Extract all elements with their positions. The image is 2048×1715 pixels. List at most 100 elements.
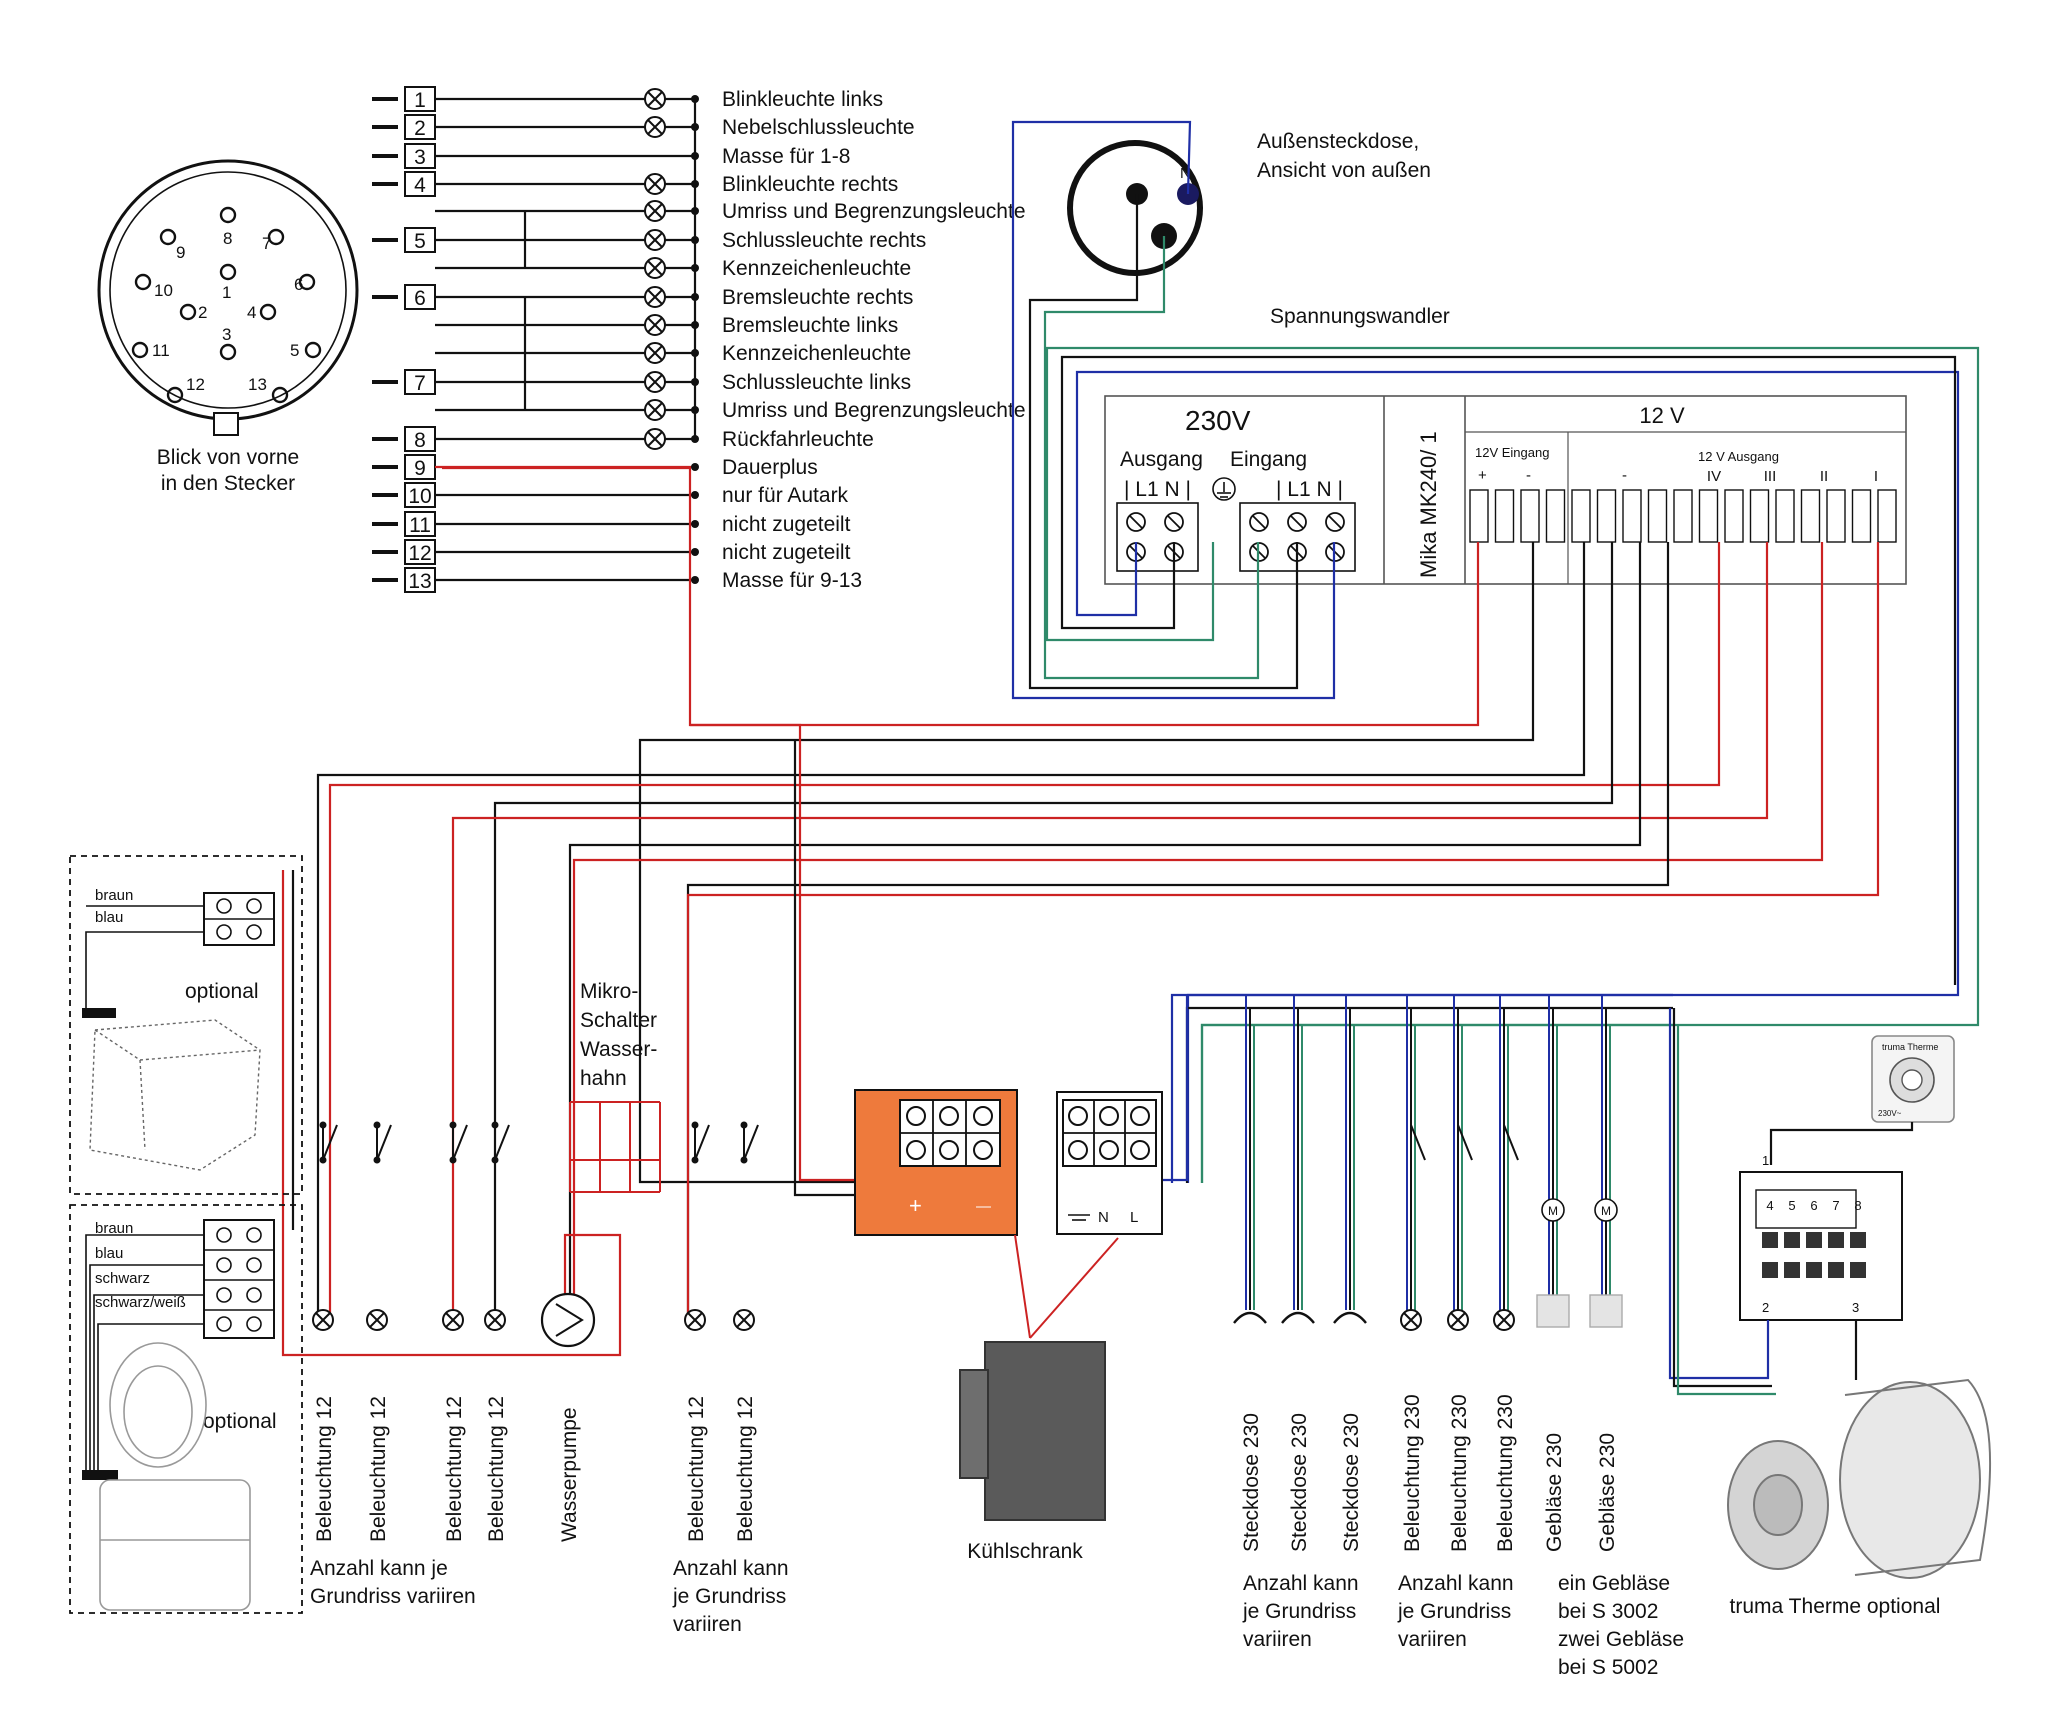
connector-box	[404, 426, 436, 452]
fridge-plus: +	[909, 1193, 922, 1218]
plug-function-label: Dauerplus	[722, 456, 818, 479]
connector-box	[404, 511, 436, 537]
truma-terminal-3: 3	[1852, 1300, 1859, 1315]
plug-pin-3: 3	[222, 325, 231, 344]
lamp-icon	[644, 173, 666, 195]
motor-symbol: M	[1548, 1204, 1558, 1218]
socket-title-2: Ansicht von außen	[1257, 159, 1431, 182]
plug-caption-1: Blick von vorne	[157, 446, 299, 469]
connector-label: 5	[414, 230, 426, 253]
right-note-2c: variiren	[1398, 1628, 1467, 1651]
truma-terminal: 7	[1832, 1198, 1839, 1213]
lamp-icon	[644, 257, 666, 279]
right-load-label: Gebläse 230	[1543, 1433, 1566, 1552]
connector-label: 7	[414, 372, 426, 395]
optional-box-1: braun blau optional	[69, 855, 303, 1195]
left-note-2c: variiren	[673, 1613, 742, 1636]
plug-function-label: Rückfahrleuchte	[722, 428, 874, 451]
fridge-l: L	[1130, 1209, 1138, 1226]
left-load-label: Beleuchtung 12	[485, 1396, 508, 1542]
right-load-label: Gebläse 230	[1596, 1433, 1619, 1552]
truma-label: truma Therme optional	[1730, 1595, 1941, 1618]
micro-switch-1: Mikro-	[580, 980, 638, 1003]
connector-label: 11	[409, 514, 431, 537]
converter-output-label: IV	[1707, 468, 1721, 485]
plug-function-label: Kennzeichenleuchte	[722, 257, 911, 280]
fan-note-2: bei S 3002	[1558, 1600, 1658, 1623]
lamp-icon	[644, 229, 666, 251]
fridge-minus: —	[976, 1198, 991, 1215]
plug-function-label: Kennzeichenleuchte	[722, 342, 911, 365]
left-note-1b: Grundriss variiren	[310, 1585, 476, 1608]
plug-function-labels: Blinkleuchte linksNebelschlussleuchteMas…	[722, 88, 1026, 592]
opt1-label: optional	[185, 980, 259, 1003]
lamp-icon	[1400, 1309, 1422, 1331]
right-load-label: Beleuchtung 230	[1448, 1394, 1471, 1552]
left-note-2a: Anzahl kann	[673, 1557, 789, 1580]
connector-label: 4	[414, 174, 426, 197]
converter-output-label: I	[1874, 468, 1878, 485]
converter-output-label: III	[1764, 468, 1777, 485]
socket-pin-n: N	[1180, 165, 1191, 182]
voltage-converter: Spannungswandler 230V Ausgang Eingang | …	[1104, 305, 1907, 585]
plug-function-label: Schlussleuchte rechts	[722, 229, 926, 252]
left-note-1a: Anzahl kann je	[310, 1557, 448, 1580]
truma-terminal: 5	[1788, 1198, 1795, 1213]
lamp-icon	[366, 1309, 388, 1331]
right-note-1a: Anzahl kann	[1243, 1572, 1359, 1595]
lamp-icon	[644, 116, 666, 138]
right-load-label: Steckdose 230	[1340, 1413, 1363, 1552]
fan-note-3: zwei Gebläse	[1558, 1628, 1684, 1651]
connector-label: 3	[414, 146, 426, 169]
connector-box	[404, 567, 436, 593]
opt1-wire-1: braun	[95, 887, 133, 904]
left-load-label: Beleuchtung 12	[313, 1396, 336, 1542]
converter-minus: -	[1526, 467, 1531, 484]
converter-model: Mika MK240/ 1	[1416, 431, 1441, 578]
left-load-label: Beleuchtung 12	[734, 1396, 757, 1542]
converter-12v: 12 V	[1639, 403, 1685, 428]
converter-12v-in: 12V Eingang	[1475, 445, 1549, 460]
lamp-icon	[644, 428, 666, 450]
truma-volt: 230V~	[1878, 1109, 1902, 1118]
truma-terminal-2: 2	[1762, 1300, 1769, 1315]
motor-icon: M	[1541, 1198, 1565, 1222]
plug-function-label: Bremsleuchte links	[722, 314, 898, 337]
opt2-wire-3: schwarz	[95, 1270, 150, 1287]
lamp-icon	[644, 314, 666, 336]
converter-eingang: Eingang	[1230, 448, 1307, 471]
lamp-icon	[644, 200, 666, 222]
right-notes: Anzahl kann je Grundriss variiren Anzahl…	[1242, 1572, 1684, 1679]
left-notes: Anzahl kann je Grundriss variiren Anzahl…	[310, 1557, 789, 1636]
external-socket: N Außensteckdose, Ansicht von außen	[1067, 130, 1431, 276]
lamp-icon	[442, 1309, 464, 1331]
plug-pin-6: 6	[294, 275, 303, 294]
opt2-wire-1: braun	[95, 1220, 133, 1237]
right-note-1b: je Grundriss	[1242, 1600, 1356, 1623]
right-load-label: Beleuchtung 230	[1401, 1394, 1424, 1552]
connector-label: 8	[414, 429, 426, 452]
converter-230v: 230V	[1185, 405, 1251, 436]
plug-function-label: Masse für 1-8	[722, 145, 850, 168]
plug-face: 9 8 7 10 6 1 2 3 4 5 11 12 13 Blick von …	[97, 159, 359, 495]
plug-pin-5: 5	[290, 341, 299, 360]
right-note-2b: je Grundriss	[1397, 1600, 1511, 1623]
left-note-2b: je Grundriss	[672, 1585, 786, 1608]
converter-12v-out: 12 V Ausgang	[1698, 449, 1779, 464]
converter-title: Spannungswandler	[1270, 305, 1450, 328]
truma-terminal-1: 1	[1762, 1153, 1769, 1168]
converter-output-label: II	[1820, 468, 1828, 485]
plug-pin-12: 12	[186, 375, 205, 394]
converter-minus-out: -	[1622, 467, 1627, 484]
micro-switch: Mikro- Schalter Wasser- hahn	[569, 980, 661, 1193]
connector-label: 2	[414, 117, 426, 140]
plug-caption-2: in den Stecker	[161, 472, 295, 495]
plug-pin-2: 2	[198, 303, 207, 322]
lamp-icon	[644, 371, 666, 393]
plug-function-label: Blinkleuchte rechts	[722, 173, 898, 196]
left-12v-loads: Beleuchtung 12 Beleuchtung 12 Beleuchtung …	[312, 1121, 759, 1542]
plug-function-label: nicht zugeteilt	[722, 541, 851, 564]
connector-label: 6	[414, 287, 426, 310]
micro-switch-3: Wasser-	[580, 1038, 657, 1061]
micro-switch-2: Schalter	[580, 1009, 657, 1032]
